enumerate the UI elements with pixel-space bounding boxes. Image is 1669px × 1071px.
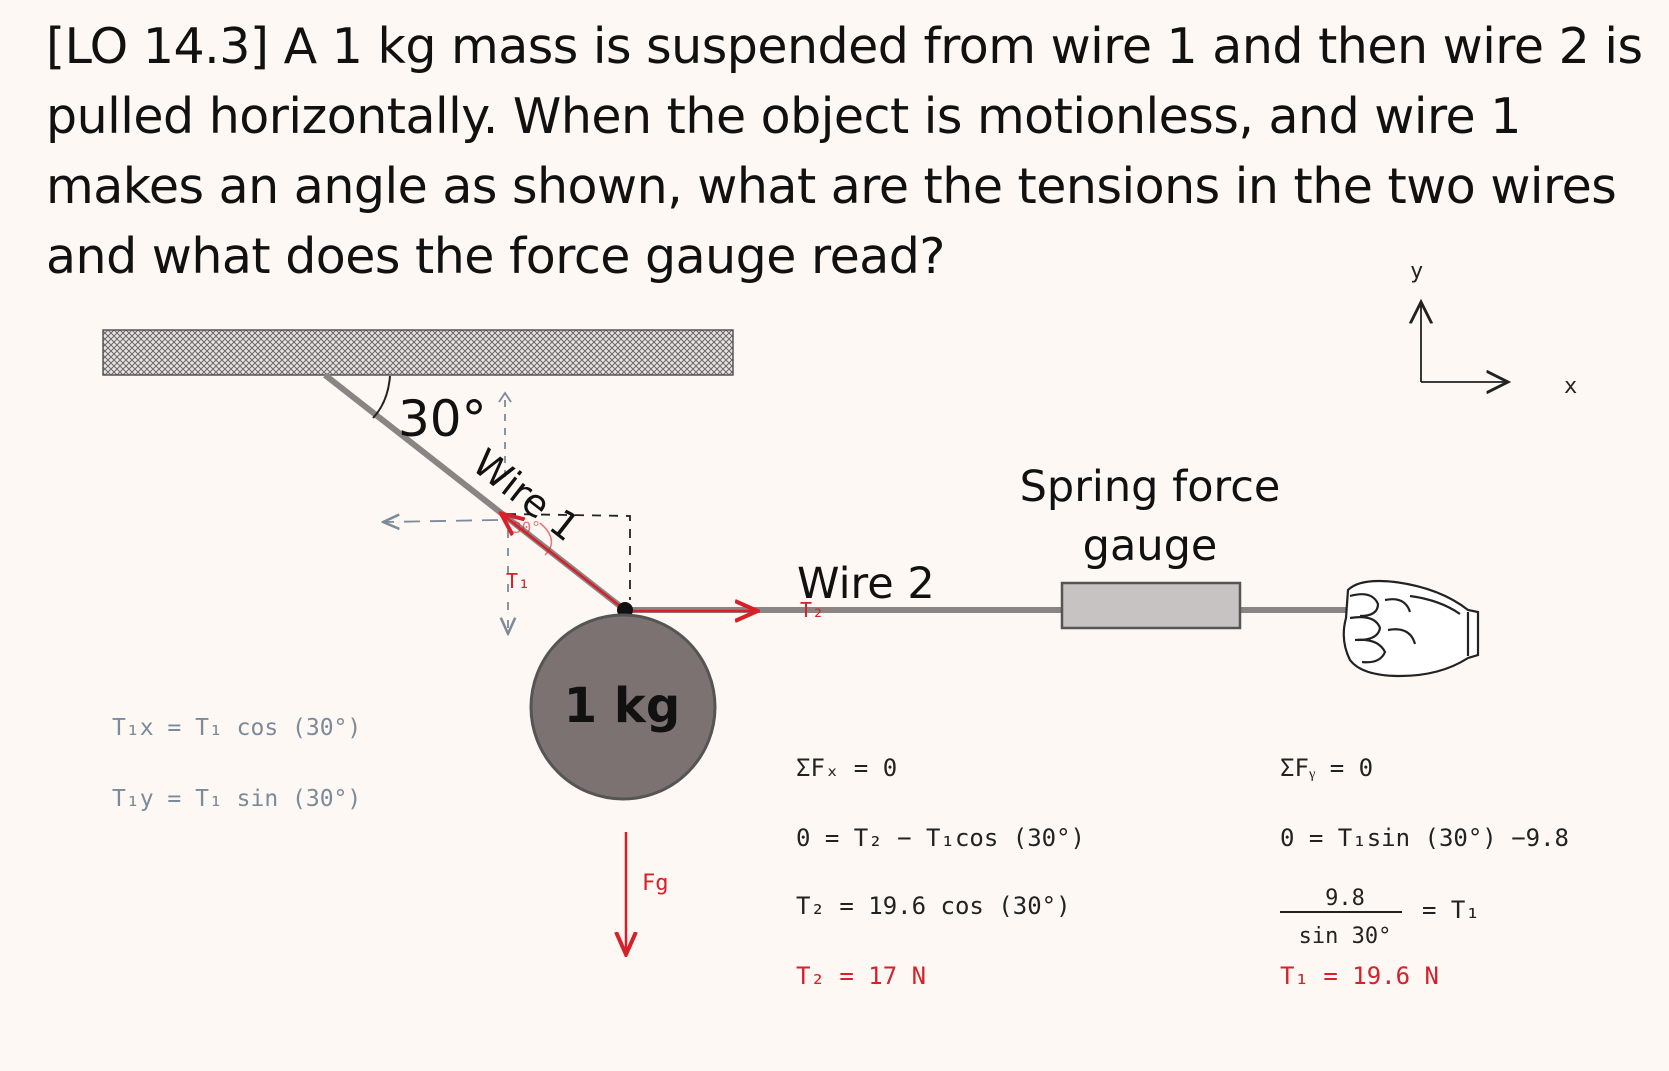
gauge-label-line-2: gauge: [1083, 521, 1218, 571]
small-angle-label: 30°: [512, 518, 541, 537]
fg-label: Fg: [642, 871, 669, 896]
t1y-equation: T₁y = T₁ sin (30°): [112, 786, 361, 812]
sum-fy-equation: ΣFᵧ = 0: [1280, 754, 1373, 782]
angle-arc: [372, 375, 391, 419]
t1-arrow: [503, 515, 626, 611]
ceiling: [102, 329, 734, 376]
t1-result: T₁ = 19.6 N: [1280, 962, 1439, 990]
t2-result: T₂ = 17 N: [796, 962, 926, 990]
mass: [529, 613, 717, 801]
question-text: [LO 14.3] A 1 kg mass is suspended from …: [46, 18, 1643, 285]
x-equation-2: T₂ = 19.6 cos (30°): [796, 892, 1071, 920]
component-triangle: [506, 513, 631, 600]
wire-2-label: Wire 2: [797, 559, 935, 609]
t1x-component-arrow: [385, 520, 499, 522]
t1-label: T₁: [506, 569, 530, 593]
fist-icon: [1342, 579, 1480, 678]
x-equation-1: 0 = T₂ − T₁cos (30°): [796, 824, 1085, 852]
t2-label: T₂: [800, 598, 824, 622]
sum-fx-equation: ΣFₓ = 0: [796, 754, 897, 782]
mass-label: 1 kg: [564, 678, 680, 734]
gauge-label-line-1: Spring force: [1020, 462, 1281, 512]
fraction-numerator: 9.8: [1325, 886, 1365, 911]
x-axis-label: x: [1564, 374, 1577, 399]
fraction-rhs: = T₁: [1422, 896, 1480, 924]
angle-label: 30°: [398, 390, 487, 448]
small-angle-arc: [539, 522, 553, 556]
fraction-denominator: sin 30°: [1299, 924, 1392, 949]
axes-icon: [1421, 302, 1508, 382]
y-equation-1: 0 = T₁sin (30°) −9.8: [1280, 824, 1569, 852]
y-axis-label: y: [1410, 259, 1423, 284]
up-arrow-icon: [498, 391, 512, 403]
t1x-equation: T₁x = T₁ cos (30°): [112, 715, 361, 741]
spring-force-gauge: [1060, 581, 1242, 630]
